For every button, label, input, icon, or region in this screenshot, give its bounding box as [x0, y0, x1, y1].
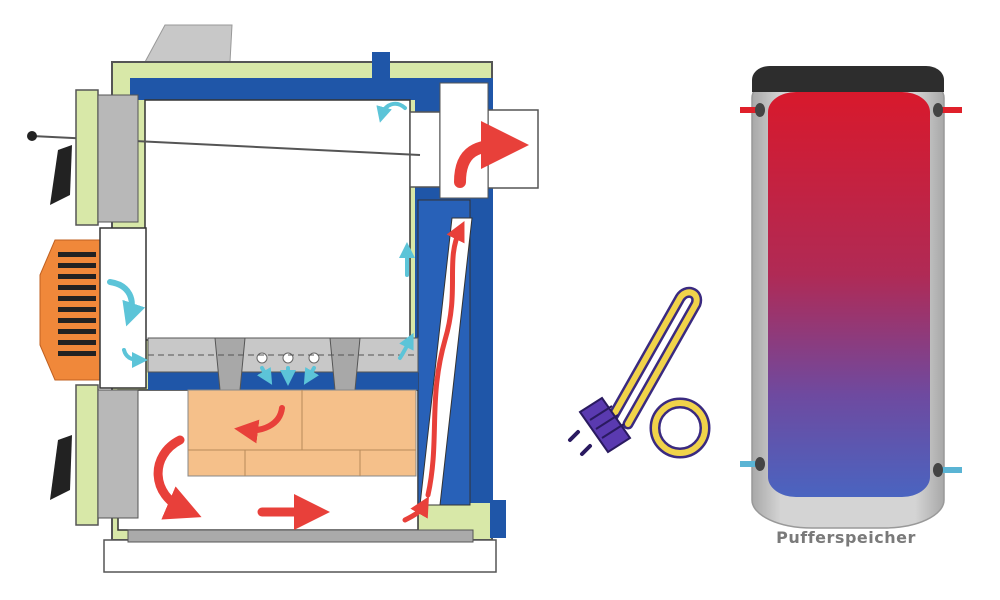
air-arrow-nozzle-3 [303, 366, 319, 385]
drain-fitting [490, 500, 506, 538]
water-jacket-top [130, 78, 432, 100]
hot-pipe-right [938, 107, 962, 113]
boiler [27, 24, 539, 573]
exhaust-box [409, 111, 441, 188]
boiler-top-flap [144, 24, 233, 63]
air-arrow-nozzle-1 [257, 366, 273, 385]
sealing-ring [649, 397, 711, 459]
flue-gas-arrows [153, 121, 529, 530]
upper-chamber [144, 99, 411, 341]
hot-pipe-left [740, 107, 762, 113]
tank-inner [768, 92, 930, 497]
flue-arrow-wave [425, 221, 465, 498]
boiler-base [103, 539, 497, 573]
air-arrow-low [122, 348, 148, 368]
air-arrows [107, 101, 415, 386]
flue-arrow-up [402, 496, 429, 523]
tank-lid [752, 66, 944, 92]
immersion-heater [568, 286, 703, 456]
heater-pin-1 [568, 430, 580, 442]
air-arrow-top [376, 101, 407, 123]
flue-arrow-curve [153, 435, 202, 520]
ash-pan [127, 529, 474, 543]
heater-flange [578, 396, 632, 454]
tank-caption: Pufferspeicher [776, 528, 916, 547]
air-arrow-side [398, 332, 414, 360]
lower-door [50, 384, 139, 526]
cold-pipe-right [938, 467, 962, 473]
cold-pipe-left [740, 461, 762, 467]
flue-arrow-exit [454, 121, 529, 188]
outlet-pipe-top [372, 52, 390, 80]
air-arrow-intake [107, 279, 146, 327]
heater-pin-2 [580, 444, 592, 456]
upper-door [50, 89, 139, 226]
buffer-tank [740, 66, 962, 529]
flue-arrow-firebox [234, 405, 285, 444]
air-damper [39, 239, 101, 381]
